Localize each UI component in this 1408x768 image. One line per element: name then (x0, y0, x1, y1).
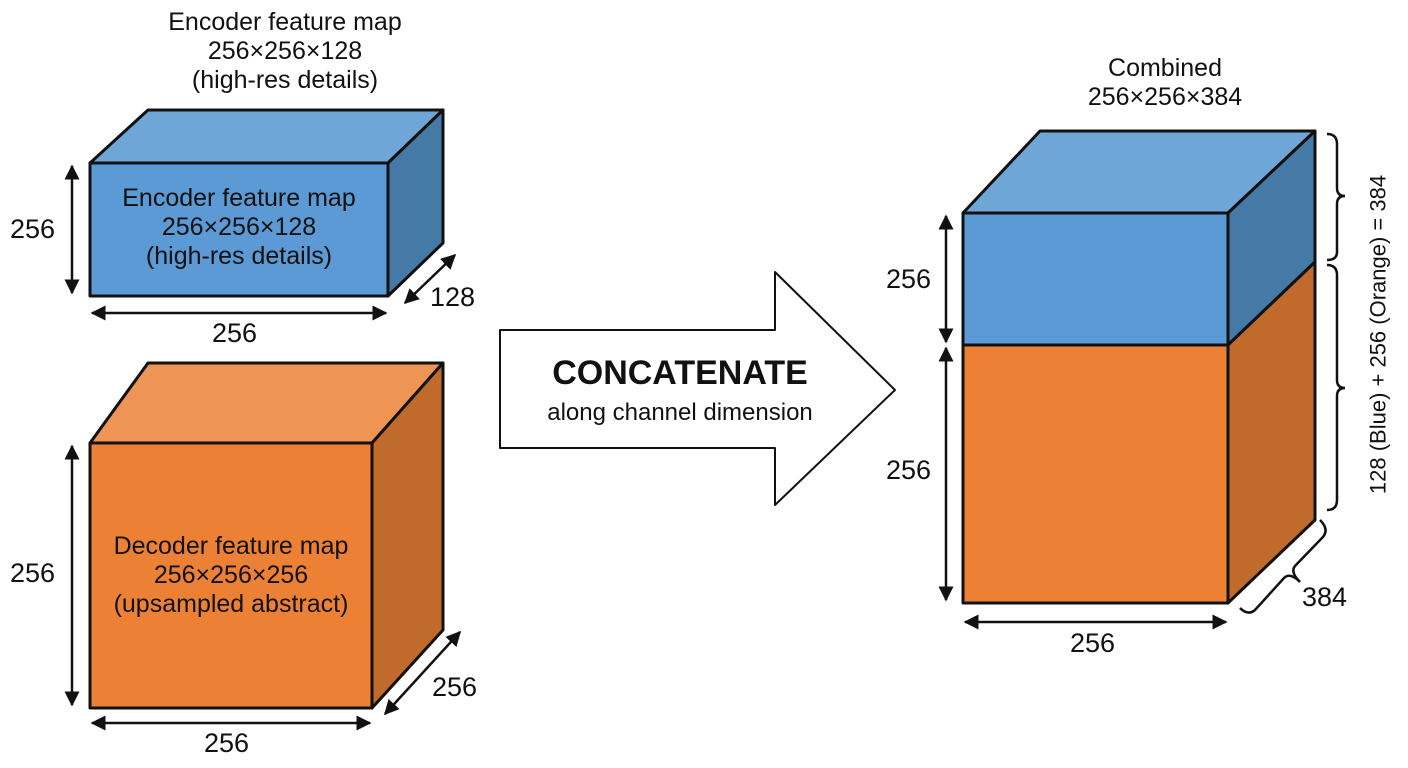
encoder-height-label: 256 (10, 214, 56, 244)
encoder-width-label: 256 (212, 318, 258, 348)
encoder-title-line: Encoder feature map (168, 8, 402, 36)
concatenate-subtitle: along channel dimension (547, 399, 813, 426)
combined-depth-label: 384 (1302, 582, 1348, 612)
decoder-face-line: Decoder feature map (113, 532, 349, 560)
combined-width-label: 256 (1070, 628, 1116, 658)
encoder-face-line: (high-res details) (145, 242, 333, 270)
combined-title: Combined 256×256×384 (1010, 54, 1320, 112)
concatenate-title: CONCATENATE (552, 354, 808, 392)
decoder-face-label: Decoder feature map 256×256×256 (upsampl… (90, 532, 372, 619)
encoder-face-label: Encoder feature map 256×256×128 (high-re… (90, 184, 388, 271)
encoder-face-line: Encoder feature map (122, 184, 356, 212)
decoder-face-line: (upsampled abstract) (113, 590, 349, 618)
dimension-arrows (64, 132, 1346, 731)
combined-cube (961, 129, 1317, 605)
decoder-depth-label: 256 (432, 672, 478, 702)
encoder-title-line: 256×256×128 (207, 37, 363, 65)
encoder-depth-label: 128 (430, 282, 476, 312)
decoder-cube (88, 361, 445, 710)
combined-title-line: 256×256×384 (1087, 83, 1243, 111)
combined-blue-height-label: 256 (886, 264, 932, 294)
encoder-face-line: 256×256×128 (161, 213, 317, 241)
encoder-title: Encoder feature map 256×256×128 (high-re… (130, 8, 440, 95)
concatenate-arrow (499, 271, 896, 506)
combined-orange-height-label: 256 (886, 455, 932, 485)
decoder-height-label: 256 (10, 558, 56, 588)
decoder-face-line: 256×256×256 (153, 561, 309, 589)
decoder-width-label: 256 (204, 728, 250, 758)
encoder-cube (88, 108, 445, 298)
combined-title-line: Combined (1108, 54, 1222, 82)
channel-sum-label: 128 (Blue) + 256 (Orange) = 384 (1365, 174, 1391, 495)
encoder-title-line: (high-res details) (191, 66, 379, 94)
